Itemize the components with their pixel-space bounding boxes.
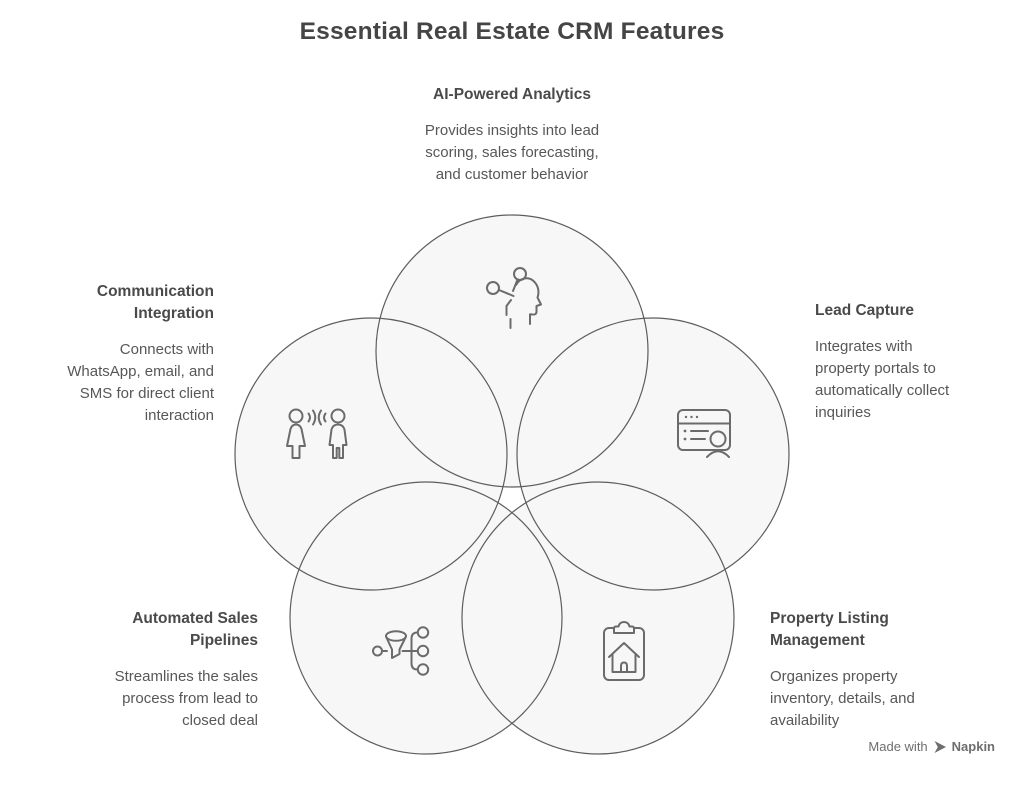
feature-title: Automated Sales Pipelines (132, 610, 258, 649)
watermark-brand: Napkin (951, 739, 995, 754)
venn-circle-communication (234, 317, 508, 591)
napkin-logo-icon (934, 740, 946, 753)
people-talking-icon (286, 408, 348, 459)
venn-circle-lead-capture (516, 317, 790, 591)
feature-ai-analytics: AI-Powered Analytics Provides insights i… (352, 84, 672, 186)
venn-circle-sales-pipelines (289, 481, 563, 755)
clipboard-house-icon (603, 621, 645, 681)
feature-title: AI-Powered Analytics (433, 86, 591, 103)
feature-description: Connects with WhatsApp, email, and SMS f… (67, 341, 214, 424)
funnel-pipeline-icon (372, 626, 430, 676)
made-with-napkin-link[interactable]: Made with Napkin (868, 739, 995, 754)
feature-property-listing-management: Property Listing Management Organizes pr… (770, 608, 980, 732)
feature-description: Integrates with property portals to auto… (815, 338, 950, 421)
feature-description: Streamlines the sales process from lead … (114, 668, 258, 729)
ai-head-icon (486, 267, 542, 329)
feature-description: Provides insights into lead scoring, sal… (424, 122, 600, 183)
feature-title: Property Listing Management (770, 610, 889, 649)
venn-circle-property-listing (461, 481, 735, 755)
feature-description: Organizes property inventory, details, a… (770, 668, 915, 729)
feature-title: Lead Capture (815, 302, 915, 319)
watermark-prefix: Made with (868, 739, 928, 754)
lead-form-person-icon (677, 409, 731, 458)
venn-circles-fill (235, 215, 789, 754)
venn-circles-outline (234, 214, 790, 755)
venn-circle-ai-analytics (375, 214, 649, 488)
feature-lead-capture: Lead Capture Integrates with property po… (815, 300, 1015, 424)
feature-automated-sales-pipelines: Automated Sales Pipelines Streamlines th… (62, 608, 258, 732)
feature-communication-integration: Communication Integration Connects with … (22, 281, 214, 427)
feature-title: Communication Integration (96, 283, 214, 322)
page-title: Essential Real Estate CRM Features (299, 18, 725, 45)
